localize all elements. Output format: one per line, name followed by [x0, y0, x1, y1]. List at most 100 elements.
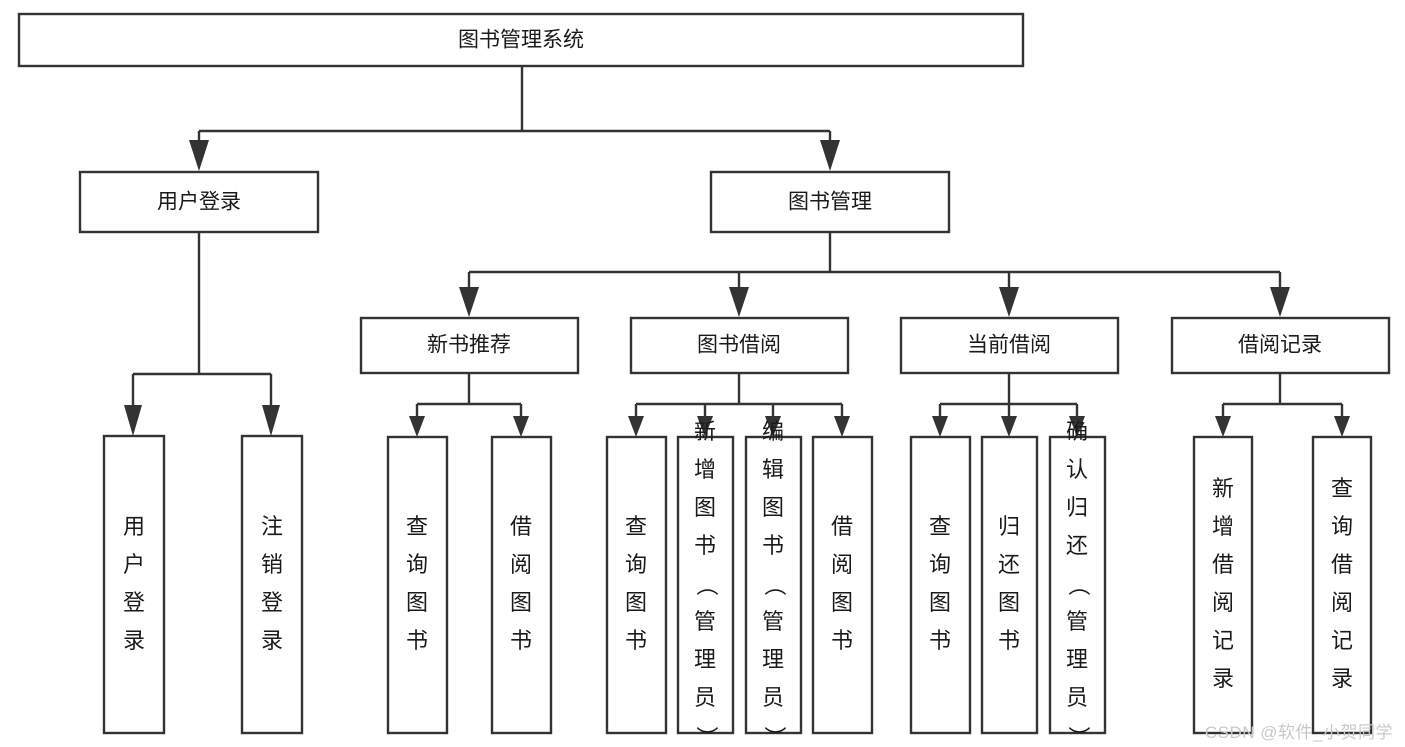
- vertical-label-char: 图: [998, 590, 1020, 615]
- vertical-label-char: 记: [1331, 628, 1353, 653]
- vertical-label-char: 书: [625, 628, 647, 653]
- vertical-label-char: 理: [762, 647, 784, 672]
- vertical-label-char: 图: [762, 495, 784, 520]
- vertical-label-char: 阅: [1212, 590, 1234, 615]
- vertical-label-char: 确: [1066, 419, 1088, 444]
- node-leaf-add-book-box[interactable]: [676, 435, 735, 735]
- vertical-label-char: 图: [625, 590, 647, 615]
- node-book-manage-box[interactable]: [709, 170, 951, 234]
- node-book-borrow[interactable]: 图书借阅: [629, 316, 850, 375]
- node-root-box[interactable]: [17, 12, 1025, 68]
- vertical-label-char: 询: [625, 552, 647, 577]
- vertical-label-char: 查: [625, 514, 647, 539]
- node-leaf-user-login-box[interactable]: [102, 434, 166, 735]
- vertical-label-char: 询: [1331, 514, 1353, 539]
- node-new-book-recommend[interactable]: 新书推荐: [359, 316, 580, 375]
- node-leaf-user-login[interactable]: 用户登录: [102, 434, 166, 735]
- node-leaf-borrow-book-2-box[interactable]: [811, 435, 874, 735]
- arrow-icon-leaf-query-record: [1334, 416, 1350, 437]
- node-leaf-query-book-1-box[interactable]: [386, 435, 449, 735]
- vertical-label-char: 归: [998, 514, 1020, 539]
- vertical-label-char: 录: [1331, 666, 1353, 691]
- arrowhead-layer: [124, 140, 1350, 437]
- vertical-label-char: 阅: [510, 552, 532, 577]
- vertical-label-char: 查: [406, 514, 428, 539]
- arrow-icon-leaf-borrow-book-2: [834, 416, 850, 437]
- node-book-manage[interactable]: 图书管理: [709, 170, 951, 234]
- arrow-icon-book-manage: [820, 140, 840, 171]
- vertical-label-char: 员: [1066, 685, 1088, 710]
- node-user-login-box[interactable]: [78, 170, 320, 234]
- vertical-label-char: 图: [694, 495, 716, 520]
- vertical-label-char: ）: [1066, 726, 1091, 747]
- node-leaf-confirm-return-box[interactable]: [1048, 435, 1107, 735]
- node-book-manage-label: 图书管理: [788, 191, 872, 214]
- node-leaf-query-book-2-box[interactable]: [605, 435, 668, 735]
- vertical-label-char: 员: [694, 685, 716, 710]
- vertical-label-char: 书: [694, 533, 716, 558]
- node-new-book-recommend-label: 新书推荐: [427, 334, 511, 357]
- watermark-text: CSDN @软件_小贺同学: [1204, 723, 1393, 742]
- arrow-icon-leaf-query-book-3: [932, 416, 948, 437]
- arrow-icon-leaf-query-book-1: [409, 416, 425, 437]
- vertical-label-char: 增: [694, 457, 716, 482]
- vertical-label-char: 编: [762, 419, 784, 444]
- vertical-label-char: 辑: [762, 457, 784, 482]
- node-leaf-query-record-box[interactable]: [1311, 435, 1373, 735]
- arrow-icon-leaf-return-book: [1001, 416, 1017, 437]
- vertical-label-char: 新: [1212, 476, 1234, 501]
- vertical-label-char: 管: [1066, 609, 1088, 634]
- node-borrow-record[interactable]: 借阅记录: [1170, 316, 1391, 375]
- node-new-book-recommend-box[interactable]: [359, 316, 580, 375]
- vertical-label-char: 录: [123, 628, 145, 653]
- arrow-icon-leaf-edit-book: [765, 416, 781, 437]
- node-user-login[interactable]: 用户登录: [78, 170, 320, 234]
- vertical-label-char: 记: [1212, 628, 1234, 653]
- node-leaf-query-book-3-box[interactable]: [909, 435, 972, 735]
- vertical-label-char: 户: [123, 552, 145, 577]
- node-book-borrow-box[interactable]: [629, 316, 850, 375]
- vertical-label-char: 借: [510, 514, 532, 539]
- vertical-label-char: （: [1066, 574, 1091, 596]
- node-root-label: 图书管理系统: [458, 29, 584, 52]
- vertical-label-char: 询: [929, 552, 951, 577]
- node-leaf-return-book-box[interactable]: [980, 435, 1039, 735]
- node-root[interactable]: 图书管理系统: [17, 12, 1025, 68]
- node-leaf-add-record-box[interactable]: [1192, 435, 1254, 735]
- vertical-label-char: 录: [1212, 666, 1234, 691]
- vertical-label-char: ）: [762, 726, 787, 747]
- arrow-icon-new-book-recommend: [459, 287, 479, 317]
- node-leaf-borrow-book-1-box[interactable]: [490, 435, 553, 735]
- node-leaf-user-logout-box[interactable]: [240, 434, 304, 735]
- vertical-label-char: 认: [1066, 457, 1088, 482]
- vertical-label-char: 录: [261, 628, 283, 653]
- node-current-borrow[interactable]: 当前借阅: [899, 316, 1120, 375]
- node-current-borrow-box[interactable]: [899, 316, 1120, 375]
- node-leaf-edit-book-box[interactable]: [744, 435, 803, 735]
- vertical-label-char: 书: [929, 628, 951, 653]
- node-borrow-record-box[interactable]: [1170, 316, 1391, 375]
- vertical-label-char: 图: [831, 590, 853, 615]
